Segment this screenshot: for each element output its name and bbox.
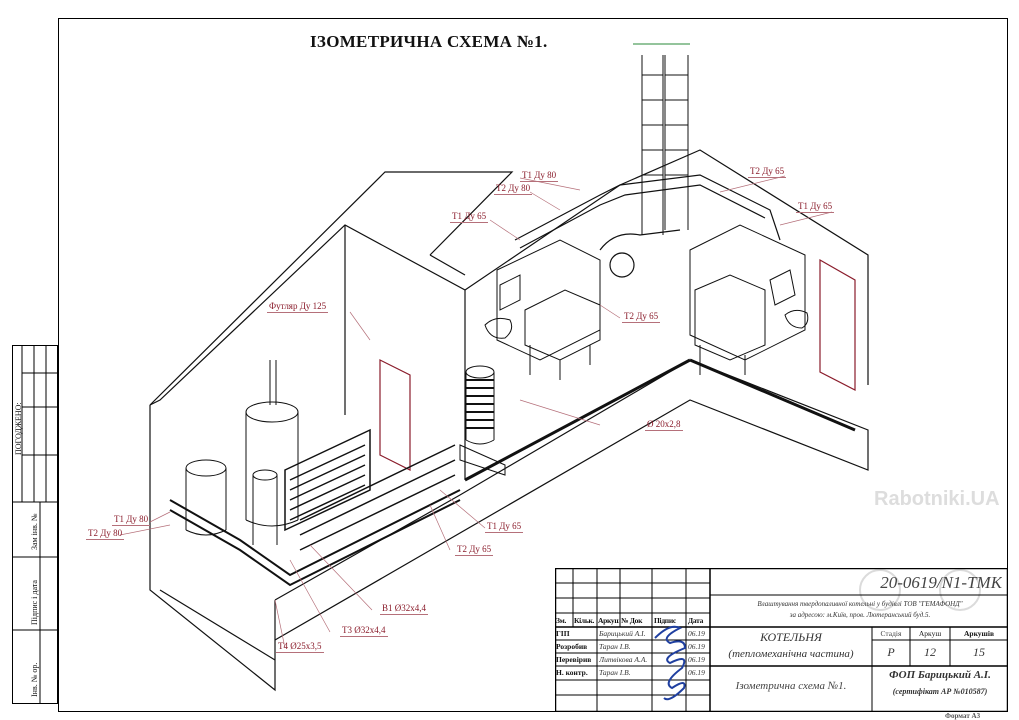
stage-value: Р — [887, 645, 895, 659]
signature-scribbles — [654, 625, 687, 701]
sheets-label: Аркушів — [963, 629, 995, 638]
chimney — [633, 43, 690, 235]
row-role: Н. контр. — [556, 668, 588, 677]
approval-sidebar: ПОГОДЖЕНО: Зам інв. № Підпис і дата Інв.… — [12, 345, 58, 705]
label-t1-du80-bottom: Т1 Ду 80 — [112, 514, 151, 526]
sheet-value: 12 — [924, 645, 936, 659]
pipes-top — [514, 174, 781, 278]
label-d20: Ø 20х2,8 — [645, 419, 683, 431]
format-label: Формат А3 — [945, 712, 981, 720]
label-t3: Т3 Ø32х4,4 — [340, 625, 388, 637]
sidebar-pogodzheno: ПОГОДЖЕНО: — [14, 402, 23, 455]
drawing-name: Ізометрична схема №1. — [735, 680, 847, 692]
header-data: Дата — [688, 616, 704, 625]
row-name: Таран І.В. — [599, 668, 631, 677]
title-block: 20-0619/N1-ТМК Влаштування твердопаливно… — [555, 568, 1008, 712]
watermark-logo — [859, 569, 981, 611]
header-pidpys: Підпис — [654, 616, 676, 625]
header-zm: Зм. — [556, 616, 567, 625]
label-futliar: Футляр Ду 125 — [267, 301, 329, 313]
label-t1-du80: Т1 Ду 80 — [520, 170, 559, 182]
company-name: ФОП Барицький А.І. — [889, 669, 991, 681]
description-line-1: Влаштування твердопаливної котельні у бу… — [757, 600, 963, 608]
row-role: ГІП — [556, 629, 570, 638]
tank-expansion — [252, 469, 278, 545]
row-name: Таран І.В. — [599, 642, 631, 651]
object-name: КОТЕЛЬНЯ — [760, 630, 822, 644]
sidebar-zam-inv: Зам інв. № — [30, 513, 39, 550]
label-t1-du65-right: Т1 Ду 65 — [796, 201, 835, 213]
row-name: Барицький А.І. — [599, 629, 646, 638]
label-t2-du80: Т2 Ду 80 — [494, 183, 533, 195]
tank-small — [185, 459, 227, 536]
row-role: Розробив — [556, 642, 588, 651]
leader-lines — [119, 175, 833, 649]
label-b1: В1 Ø32х4,4 — [380, 603, 429, 615]
row-date: 06.19 — [688, 655, 705, 664]
row-date: 06.19 — [688, 668, 705, 677]
drawing-title: ІЗОМЕТРИЧНА СХЕМА №1. — [310, 32, 548, 51]
heat-exchanger — [459, 365, 506, 476]
label-t1-du65: Т1 Ду 65 — [450, 211, 489, 223]
sidebar-inv-orig: Інв. № ор. — [30, 662, 39, 697]
label-t4: Т4 Ø25х3,5 — [276, 641, 324, 653]
label-t1-du65-bottom: Т1 Ду 65 — [485, 521, 524, 533]
label-t2-du65-mid: Т2 Ду 65 — [622, 311, 661, 323]
boiler-right — [689, 224, 809, 375]
label-t2-du65: Т2 Ду 65 — [748, 166, 787, 178]
drawing-frame — [58, 18, 1008, 712]
boiler-left — [484, 239, 601, 380]
header-arkush: Аркуш — [598, 616, 619, 625]
watermark-text: Rabotniki.UA — [874, 488, 1000, 510]
object-subtitle: (тепломеханічна частина) — [728, 648, 854, 660]
sidebar-pidpys-data: Підпис і дата — [30, 580, 39, 625]
description-line-2: за адресою: м.Київ, пров. Лютеранський б… — [789, 611, 931, 619]
building-walls — [149, 149, 869, 692]
row-date: 06.19 — [688, 629, 705, 638]
label-t2-du65-bottom: Т2 Ду 65 — [455, 544, 494, 556]
header-doc: № Док — [621, 616, 643, 625]
label-t2-du80-bottom: Т2 Ду 80 — [86, 528, 125, 540]
pipes-floor — [169, 489, 461, 587]
tank-large — [245, 360, 299, 527]
doc-number: 20-0619/N1-ТМК — [880, 573, 1002, 592]
row-name: Литвікова А.А. — [599, 655, 648, 664]
row-date: 06.19 — [688, 642, 705, 651]
stage-label: Стадія — [880, 629, 902, 638]
certificate: (сертифікат АР №010587) — [892, 687, 988, 696]
sheets-value: 15 — [973, 645, 985, 659]
sheet-label: Аркуш — [918, 629, 942, 638]
row-role: Перевірив — [556, 655, 592, 664]
radiator-manifold — [284, 428, 456, 551]
header-kilk: Кільк. — [574, 616, 595, 625]
